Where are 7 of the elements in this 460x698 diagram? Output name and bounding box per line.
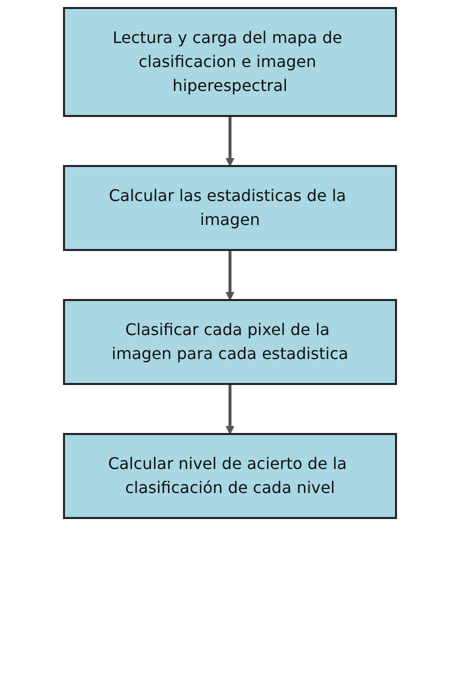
node-box: Calcular nivel de acierto de la clasificación de cada nivel <box>63 433 397 519</box>
node-box: Calcular las estadisticas de la imagen <box>63 165 397 251</box>
arrow <box>226 250 234 300</box>
node-box: Clasificar cada pixel de la imagen para cada estadistica <box>63 299 397 385</box>
node-box: Lectura y carga del mapa de clasificacion e imagen hiperespectral <box>63 7 397 117</box>
arrow <box>226 116 234 166</box>
arrow <box>226 384 234 434</box>
